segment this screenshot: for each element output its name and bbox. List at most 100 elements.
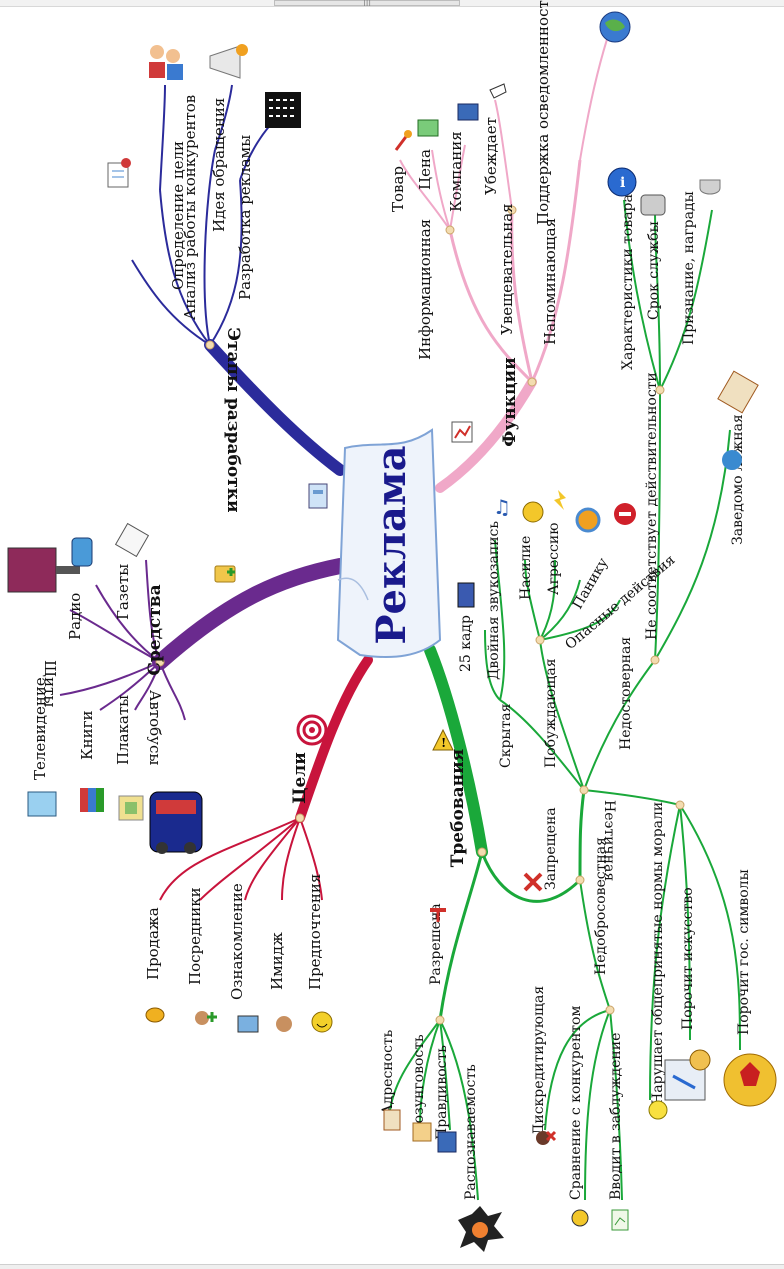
target-icon xyxy=(296,714,328,746)
svg-text:!: ! xyxy=(441,736,446,750)
branch-nodes xyxy=(155,205,685,1025)
bulb-icon xyxy=(648,1100,668,1120)
etapy-item-opredelenie[interactable]: Определение цели xyxy=(169,141,187,290)
camera-icon xyxy=(640,194,666,216)
blocks-icon xyxy=(457,103,479,121)
bus-icon xyxy=(149,791,203,854)
funkcii-cena[interactable]: Цена xyxy=(416,149,434,190)
document-icon xyxy=(107,158,131,188)
celi-imidzh[interactable]: Имидж xyxy=(268,932,286,990)
horizontal-scrollbar[interactable]: ||| xyxy=(274,0,460,6)
emblem-icon xyxy=(723,1053,777,1107)
treb-vvodit[interactable]: Вводит в заблуждение xyxy=(608,1033,624,1200)
funkcii-ubezhdaet[interactable]: Убеждает xyxy=(482,117,500,195)
funkcii-tovar[interactable]: Товар xyxy=(389,166,407,212)
treb-gos-simvoly[interactable]: Порочит гос. символы xyxy=(736,869,752,1035)
pin-icon xyxy=(394,130,412,151)
treb-nasilie[interactable]: Насилие xyxy=(518,536,534,600)
warning-icon: ! xyxy=(432,728,454,751)
funkcii-podderzhka[interactable]: Поддержка осведомленности xyxy=(534,0,552,225)
celi-prodazha[interactable]: Продажа xyxy=(144,907,162,980)
treb-pravdivost[interactable]: Правдивость xyxy=(434,1045,450,1140)
funkcii-napominayushchaya[interactable]: Напоминающая xyxy=(541,218,559,345)
etapy-item-razrabotka[interactable]: Разработка рекламы xyxy=(236,135,254,300)
treb-srok[interactable]: Срок службы xyxy=(646,221,662,320)
sredstva-shchity[interactable]: Щиты xyxy=(41,660,59,707)
note-icon: ♫ xyxy=(493,495,511,519)
treb-skrytaya[interactable]: Скрытая xyxy=(498,703,514,768)
globe-icon xyxy=(599,11,631,43)
sredstva-plakaty[interactable]: Плакаты xyxy=(114,695,132,765)
sredstva-gazety[interactable]: Газеты xyxy=(114,564,132,620)
funkcii-kompaniya[interactable]: Компания xyxy=(447,131,465,212)
treb-diskreditiruyushchaya[interactable]: Дискредитирующая xyxy=(531,986,547,1135)
treb-zapreshchena[interactable]: Запрещена xyxy=(543,807,559,890)
treb-nedostovernaya[interactable]: Недостоверная xyxy=(618,637,634,750)
person-icon xyxy=(276,1016,292,1032)
treb-raspoznavaemost[interactable]: Распознаваемость xyxy=(463,1064,479,1200)
svg-text:i: i xyxy=(620,175,625,191)
etapy-item-analiz[interactable]: Анализ работы конкурентов xyxy=(181,95,199,320)
svg-text:♫: ♫ xyxy=(493,495,511,519)
sredstva-branch xyxy=(59,558,348,721)
folder-add-icon xyxy=(214,565,236,583)
person-cross-icon xyxy=(536,1130,557,1145)
funkcii-uveshchevatelnaya[interactable]: Увещевательная xyxy=(498,203,516,335)
document-icon xyxy=(437,1131,457,1153)
graph-icon xyxy=(611,1209,629,1231)
trebovaniya-branch xyxy=(389,199,741,1201)
treb-priznanie[interactable]: Признание, награды xyxy=(681,191,697,345)
handshake-icon xyxy=(237,1015,259,1033)
celi-posredniki[interactable]: Посредники xyxy=(186,887,204,985)
tv-icon xyxy=(27,791,57,817)
billboard-icon xyxy=(7,547,80,593)
chart-icon xyxy=(451,421,473,443)
cursor-hand-icon xyxy=(489,83,507,99)
treb-moral[interactable]: Нарушает общепринятые нормы морали xyxy=(650,802,666,1105)
branch-label-trebovaniya[interactable]: Требования xyxy=(448,749,468,867)
central-node[interactable]: Реклама xyxy=(336,428,442,658)
spin-icon xyxy=(575,507,601,533)
people-icon xyxy=(722,450,742,470)
etapy-item-ideya[interactable]: Идея обращения xyxy=(210,98,228,232)
megaphone-icon xyxy=(209,44,248,79)
branch-label-celi[interactable]: Цели xyxy=(290,752,310,804)
graph-board-icon xyxy=(717,370,759,414)
treb-lozungovost[interactable]: Лозунговость xyxy=(411,1034,427,1135)
newspaper-icon xyxy=(114,522,150,558)
treb-adresnost[interactable]: Адресность xyxy=(380,1029,396,1115)
hammer-icon xyxy=(430,908,446,922)
treb-neetichnaya[interactable]: Неэтичная xyxy=(601,800,617,881)
treb-zavedomo[interactable]: Заведомо ложная xyxy=(730,414,746,545)
radio-icon xyxy=(71,537,93,567)
treb-nedobrosovestnaya[interactable]: Недобросовестная xyxy=(593,837,609,975)
treb-pobuzhdayushchaya[interactable]: Побуждающая xyxy=(543,658,559,768)
treb-razreshena[interactable]: Разрешена xyxy=(428,903,444,985)
treb-dvoinaya[interactable]: Двойная звукозапись xyxy=(486,521,502,680)
phone-icon xyxy=(145,1007,165,1023)
sredstva-knigi[interactable]: Книги xyxy=(78,711,96,760)
sredstva-radio[interactable]: Радио xyxy=(66,593,84,640)
angry-face-icon xyxy=(522,501,544,523)
board-icon xyxy=(412,1122,432,1142)
treb-agressiyu[interactable]: Агрессию xyxy=(546,523,562,595)
treb-iskusstvo[interactable]: Порочит искусство xyxy=(680,887,696,1030)
branch-label-sredstva[interactable]: Средства xyxy=(145,584,165,675)
funkcii-informacionnaya[interactable]: Информационная xyxy=(416,219,434,360)
celi-branch xyxy=(159,655,373,901)
sredstva-avtobusy[interactable]: Автобусы xyxy=(146,690,164,765)
central-title: Реклама xyxy=(368,445,415,644)
treb-ne-sootvetstvuet[interactable]: Не соответствует действительности xyxy=(644,372,660,640)
stop-icon xyxy=(614,503,636,525)
splash-icon xyxy=(458,1206,504,1252)
celi-predpochteniya[interactable]: Предпочтения xyxy=(306,874,324,990)
sredstva-televidenie[interactable]: Телевидение xyxy=(31,677,49,780)
treb-harakteristiki[interactable]: Характеристики товара xyxy=(620,194,636,370)
branch-label-etapy[interactable]: Этапы разработки xyxy=(223,327,243,513)
branch-label-funkcii[interactable]: Функции xyxy=(500,357,520,447)
treb-sravnenie[interactable]: Сравнение с конкурентом xyxy=(568,1006,584,1200)
treb-25kadr[interactable]: 25 кадр xyxy=(458,615,474,672)
lightning-icon xyxy=(554,490,566,510)
celi-oznakomlenie[interactable]: Ознакомление xyxy=(228,883,246,1000)
